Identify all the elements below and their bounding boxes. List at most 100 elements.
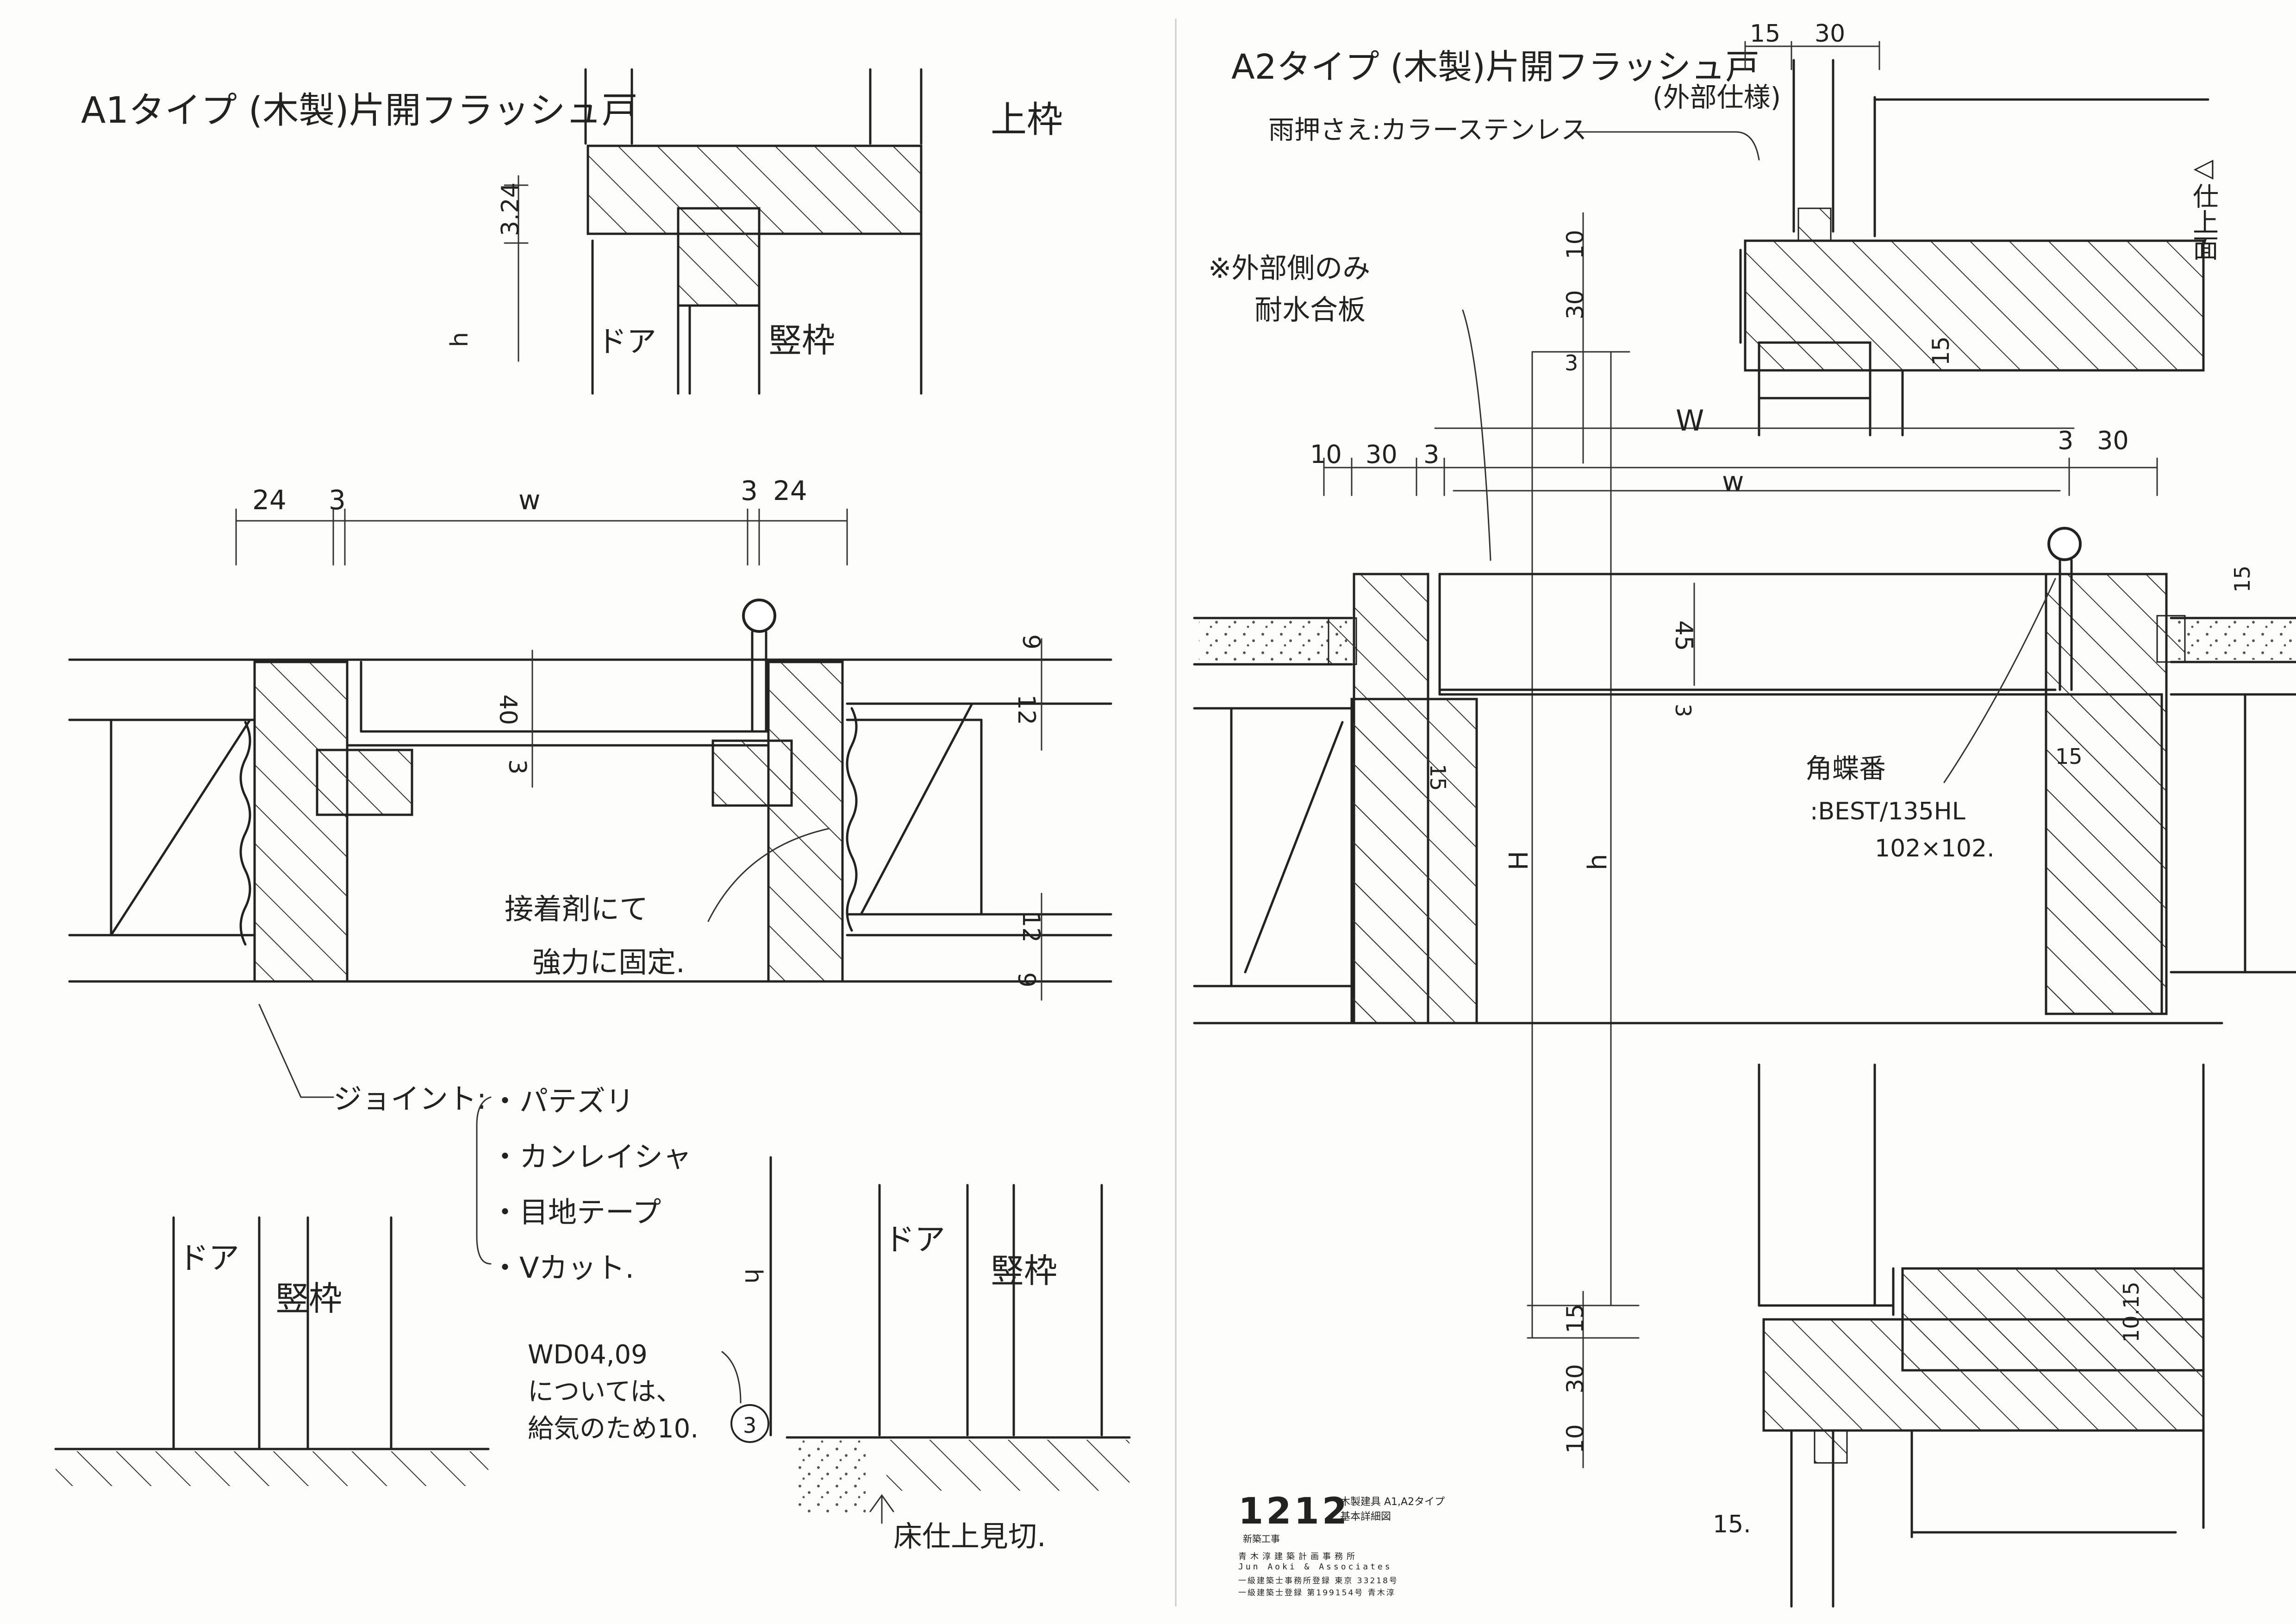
head-frame-label: 竪枠	[768, 321, 835, 360]
plan-dim-15-left: 15	[1425, 764, 1450, 791]
hinge-spec-line-2: 102×102.	[1875, 835, 1995, 862]
left-title: A1タイプ (木製)片開フラッシュ戸	[81, 90, 638, 131]
top-dim-30: 30	[1815, 20, 1845, 48]
joint-option-1: ・パテズリ	[491, 1084, 634, 1118]
dim-9-bot: 9	[1012, 972, 1040, 987]
vdim-10: 10	[1562, 230, 1589, 259]
plan-dim-15-wall: 15	[2230, 565, 2255, 593]
left-jamb	[253, 661, 349, 983]
a2-plan-dimensions: W 10 30 3 w 3 30	[1310, 404, 2158, 497]
wall-right	[2176, 620, 2296, 660]
vdim-10-bot: 10	[1562, 1424, 1589, 1454]
plan-dim-3-left: 3	[1423, 440, 1439, 469]
hinge-knuckle	[742, 599, 776, 633]
dim-3-24: 3.24	[497, 182, 524, 236]
head-section-detail: 3.24 h ドア 竪枠	[446, 68, 923, 395]
hinge-label: 角蝶番	[1805, 753, 1886, 784]
rain-note: 雨押さえ:カラーステンレス	[1268, 115, 1587, 145]
rain-leader	[1573, 131, 1760, 161]
hinge-spec-line-1: :BEST/135HL	[1810, 798, 1965, 825]
dim-12-top: 12	[1012, 694, 1040, 725]
office-name-en: Jun Aoki & Associates	[1238, 1562, 1392, 1572]
a2-head-detail: 15 30 15	[1739, 20, 2209, 437]
wd-note-line-2: については、	[528, 1377, 682, 1407]
floor-note: 床仕上見切.	[893, 1519, 1046, 1553]
floor-arrow	[869, 1494, 894, 1524]
vdim-15-bot: 15	[1562, 1304, 1589, 1333]
dim-3-right: 3	[741, 475, 758, 506]
plywood-note-line-2: 耐水合板	[1254, 294, 1366, 326]
left-elev-door-label: ドア	[178, 1240, 239, 1276]
head-section-label: 上枠	[991, 99, 1063, 141]
glue-leader	[707, 828, 830, 922]
plan-dim-3-right: 3	[2058, 426, 2073, 455]
right-elev-frame-label: 竪枠	[991, 1251, 1057, 1290]
registration-architect: 一級建築士登録 第199154号 青木淳	[1238, 1588, 1396, 1598]
joint-label: ジョイント:	[333, 1082, 487, 1116]
joint-brace	[476, 1096, 492, 1265]
left-elev-frame-label: 竪枠	[275, 1279, 342, 1318]
plan-dim-45: 45	[1670, 620, 1697, 651]
left-sheet: A1タイプ (木製)片開フラッシュ戸 上枠 3.24 h ドア 竪枠	[54, 68, 1131, 1553]
left-stop	[316, 749, 413, 816]
a2-plan-section: 45 3 15 15 15 角蝶番 :BEST/135HL	[1193, 527, 2296, 1024]
joint-option-3: ・目地テープ	[491, 1195, 661, 1229]
bubble-mark	[730, 1404, 769, 1443]
right-jamb	[767, 661, 844, 983]
vdim-3: 3	[1565, 350, 1578, 375]
sill-lower	[1762, 1318, 2205, 1432]
plan-dim-3-inner: 3	[1671, 704, 1696, 717]
hinge-leader	[1943, 578, 2056, 783]
head-door-label: ドア	[597, 325, 656, 359]
dim-24-left: 24	[252, 484, 287, 516]
top-dim-15-side: 15	[1928, 336, 1954, 366]
wd-note-line-1: WD04,09	[528, 1340, 648, 1370]
right-elevation-detail: h ドア 竪枠 3 WD04,09 については、 給気のため10. 床仕上見切.	[528, 1156, 1131, 1553]
plywood-leader	[1462, 309, 1491, 561]
vdim-30-bot: 30	[1562, 1364, 1589, 1393]
glue-note-line-2: 強力に固定.	[532, 945, 685, 979]
top-dim-15: 15	[1750, 20, 1780, 48]
joint-option-4: ・Vカット.	[491, 1251, 634, 1285]
a2-vertical-dimensions: 10 30 3 H h 15 30 10	[1504, 212, 1640, 1468]
wall-left	[1199, 620, 1347, 662]
plan-dim-30-left: 30	[1366, 440, 1398, 469]
plan-dim-10: 10	[1310, 440, 1342, 469]
joint-option-2: ・カンレイシャ	[491, 1140, 692, 1174]
left-floor	[56, 1451, 488, 1486]
vdim-30: 30	[1562, 290, 1589, 319]
a2-head-frame	[1744, 239, 2205, 372]
document-type: 木製建具 A1,A2タイプ	[1340, 1496, 1445, 1508]
wd-leader	[721, 1351, 742, 1404]
plan-dim-w: w	[1722, 466, 1744, 497]
right-elev-door-label: ドア	[884, 1222, 945, 1257]
joint-leader	[258, 1004, 334, 1098]
a2-left-stop	[1350, 698, 1478, 1024]
a2-sill-detail: 10.15 15.	[1713, 1063, 2205, 1608]
left-plan-section: 40 3 9 12 12 9	[68, 599, 1112, 1001]
sill-dim-10-15: 10.15	[2119, 1281, 2144, 1343]
plan-dim-W: W	[1676, 404, 1704, 437]
document-name: 基本詳細図	[1340, 1511, 1391, 1523]
dim-24-right: 24	[773, 475, 807, 506]
vdim-h: h	[1583, 854, 1613, 871]
left-plan-dimensions: 24 3 w 3 24	[235, 475, 848, 566]
dim-h-elev: h	[739, 1268, 767, 1284]
sill-dim-15: 15.	[1713, 1511, 1751, 1538]
drawing-number: 1212	[1238, 1491, 1350, 1532]
vdim-H: H	[1504, 851, 1534, 870]
dim-3-left: 3	[329, 484, 346, 516]
a2-right-stop	[2045, 693, 2163, 1015]
dim-9-top: 9	[1017, 634, 1045, 650]
spec-note: (外部仕様)	[1653, 81, 1781, 113]
glue-note-line-1: 接着剤にて	[505, 892, 648, 926]
dim-40: 40	[494, 694, 522, 725]
right-title: A2タイプ (木製)片開フラッシュ戸	[1231, 47, 1759, 87]
plan-dim-15-right: 15	[2055, 744, 2083, 769]
office-name-ja: 青木淳建築計画事務所	[1238, 1552, 1359, 1562]
plywood-note-line-1: ※外部側のみ	[1208, 252, 1370, 285]
dim-h-head: h	[446, 332, 474, 347]
left-elevation-detail: ドア 竪枠	[54, 1216, 490, 1486]
